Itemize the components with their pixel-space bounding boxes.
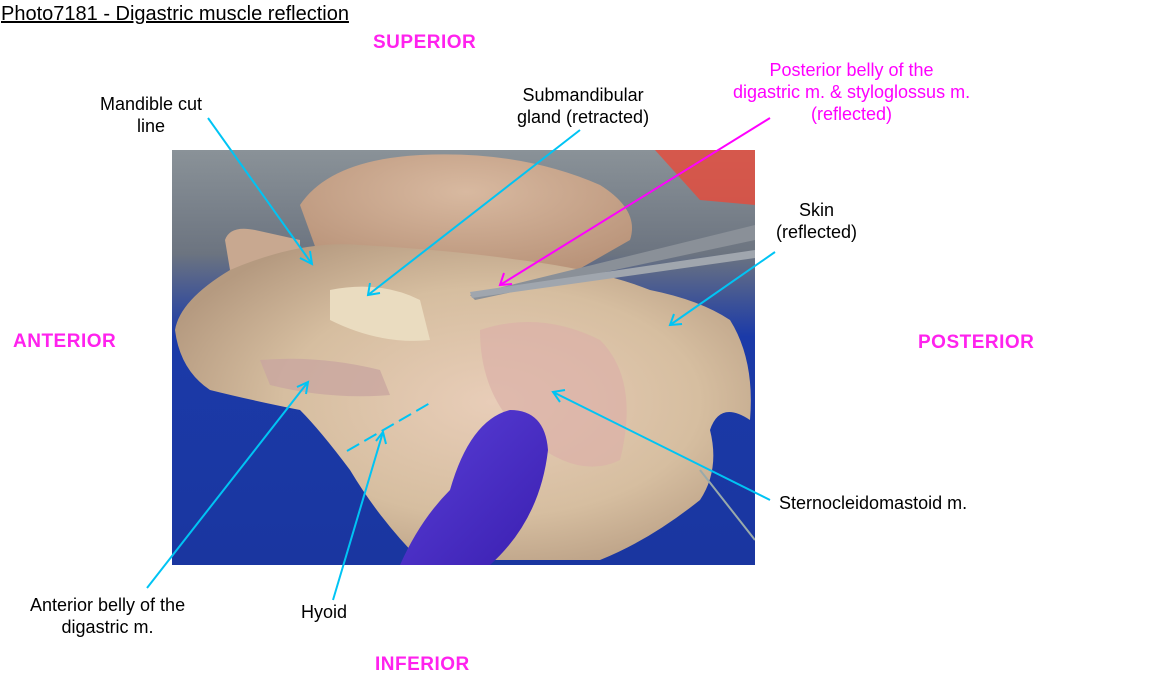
leader-hyoid: [332, 431, 384, 601]
forceps: [470, 225, 755, 300]
gloved-finger: [400, 410, 548, 565]
label-sternocleidomastoid: Sternocleidomastoid m.: [779, 493, 968, 513]
dissected-neck: [175, 244, 751, 560]
orientation-superior: SUPERIOR: [373, 32, 477, 53]
leader-skin: [669, 251, 776, 326]
hyoid-dashed-line: [346, 402, 431, 452]
orientation-inferior: INFERIOR: [375, 654, 470, 675]
orientation-posterior: POSTERIOR: [918, 332, 1035, 353]
figure-title: Photo7181 - Digastric muscle reflection: [1, 3, 349, 25]
sternocleidomastoid-muscle: [480, 322, 627, 467]
orientation-anterior: ANTERIOR: [13, 331, 117, 352]
leader-lines: [146, 117, 776, 601]
label-hyoid: Hyoid: [301, 602, 348, 622]
leader-scm: [552, 391, 771, 501]
label-skin: Skin(reflected): [776, 200, 858, 242]
submandibular-gland: [330, 286, 430, 341]
leader-posterior-belly: [498, 117, 771, 287]
leader-anterior-belly: [146, 381, 309, 589]
leader-mandible: [207, 117, 313, 265]
leader-submandibular: [367, 129, 581, 296]
